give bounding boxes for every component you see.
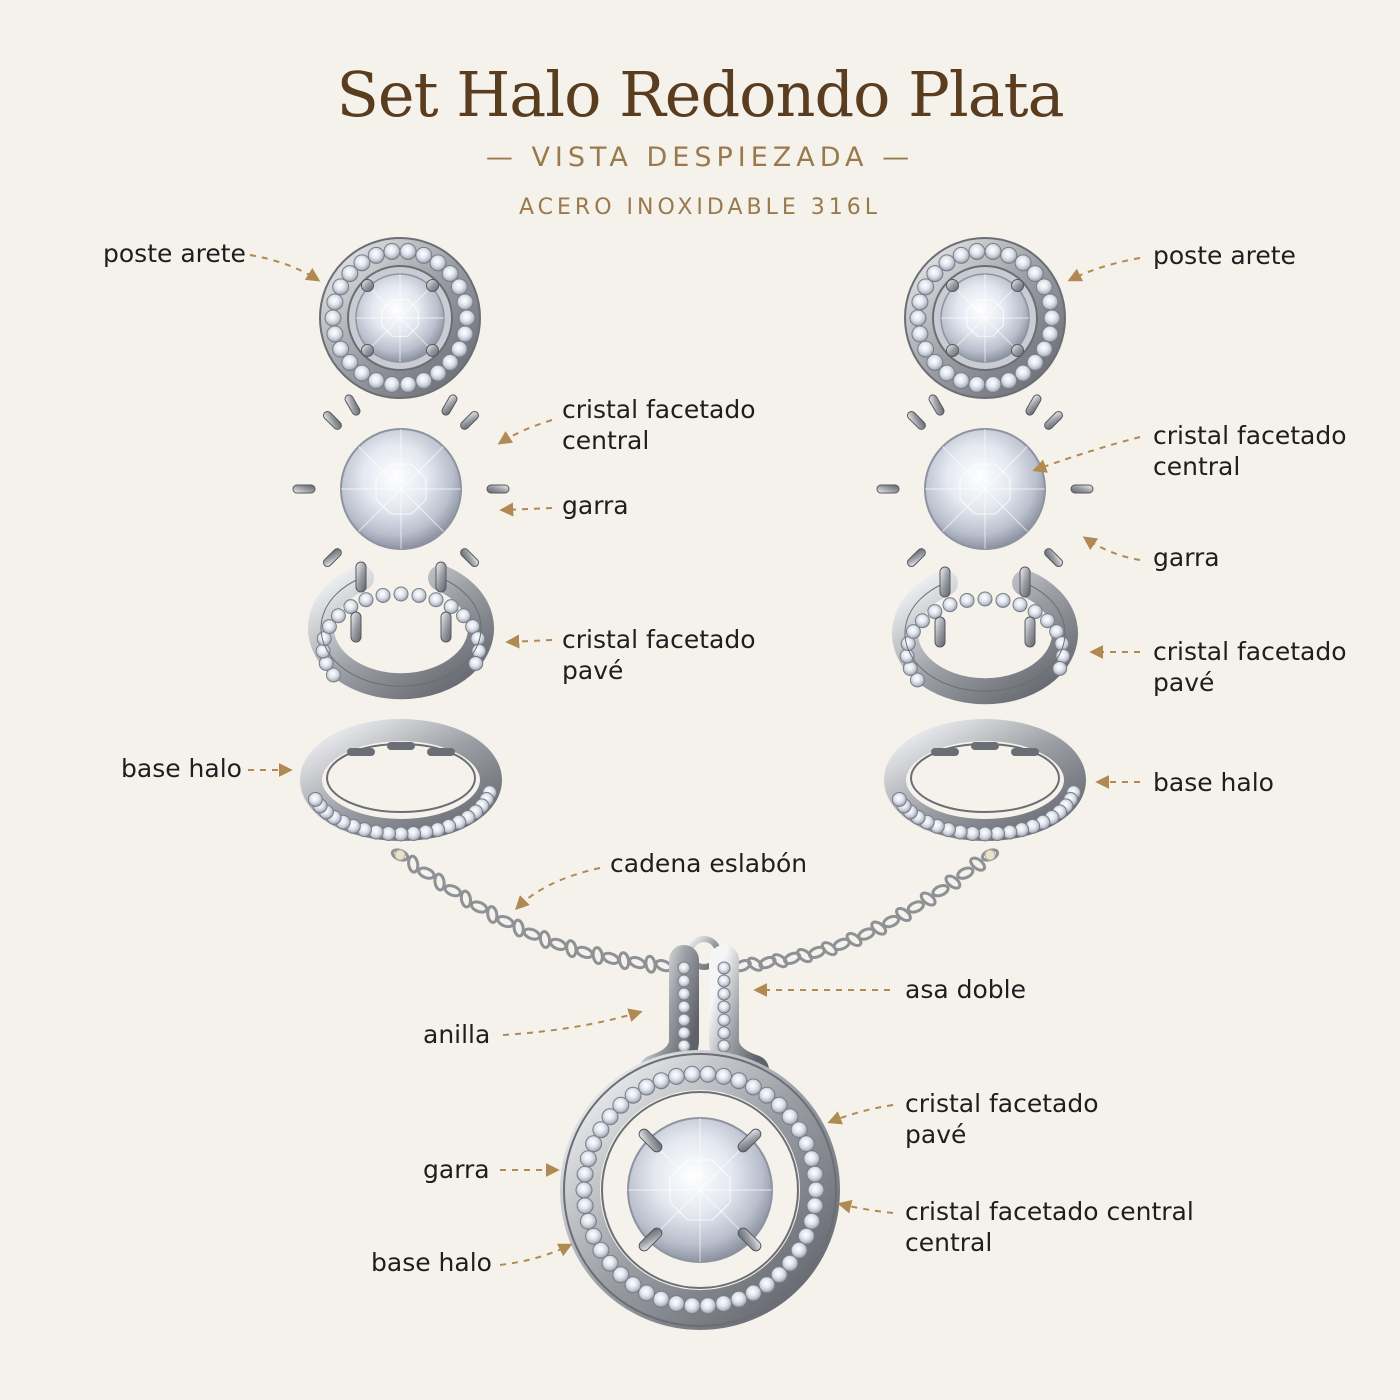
earring-post-icon xyxy=(319,237,481,399)
prong-icon xyxy=(460,410,480,430)
leader-arrow xyxy=(515,867,601,910)
prong-icon xyxy=(906,548,926,568)
label-left-halo-base: base halo xyxy=(121,754,242,783)
center-crystal-icon xyxy=(876,394,1094,568)
prong-icon xyxy=(441,394,458,416)
center-crystal-icon xyxy=(292,394,510,568)
prong-icon xyxy=(322,548,342,568)
prong-icon xyxy=(638,1227,663,1252)
prong-icon xyxy=(344,394,361,416)
page-title: Set Halo Redondo Plata xyxy=(336,58,1064,131)
prong-icon xyxy=(486,484,510,494)
prong-icon xyxy=(939,566,951,598)
material-label: ACERO INOXIDABLE 316L xyxy=(518,195,882,220)
leader-arrow xyxy=(502,1008,643,1036)
leader-arrow xyxy=(499,502,553,517)
label-chain: cadena eslabón xyxy=(610,849,808,878)
prong-icon xyxy=(460,548,480,568)
label-left-post: poste arete xyxy=(103,239,246,268)
prong-icon xyxy=(1025,394,1042,416)
prong-icon xyxy=(440,611,452,643)
prong-icon xyxy=(928,394,945,416)
chain-icon xyxy=(390,848,1000,977)
halo-base-icon xyxy=(884,719,1086,842)
label-bail: asa doble xyxy=(905,975,1026,1004)
prong-icon xyxy=(1070,484,1094,494)
leader-lines xyxy=(248,254,1141,1266)
prong-icon xyxy=(934,616,946,648)
prong-icon xyxy=(1024,616,1036,648)
earring-post-icon xyxy=(904,237,1066,399)
prong-icon xyxy=(737,1227,762,1252)
prong-icon xyxy=(638,1128,663,1153)
leader-arrow xyxy=(827,1104,894,1125)
earring-parts xyxy=(292,237,1094,842)
halo-base-icon xyxy=(300,719,502,842)
leader-arrow xyxy=(837,1199,894,1214)
leader-arrow xyxy=(497,419,553,445)
prong-icon xyxy=(1044,410,1064,430)
label-jump-ring: anilla xyxy=(423,1020,491,1049)
prong-icon xyxy=(1019,566,1031,598)
prong-icon xyxy=(355,561,367,593)
leader-arrow xyxy=(1067,257,1141,282)
leader-arrow xyxy=(1082,536,1141,561)
prong-icon xyxy=(876,484,900,494)
prong-icon xyxy=(350,611,362,643)
label-right-halo-base: base halo xyxy=(1153,768,1274,797)
prong-icon xyxy=(435,561,447,593)
label-pendant-halo-base: base halo xyxy=(371,1248,492,1277)
prong-icon xyxy=(906,410,926,430)
leader-arrow xyxy=(499,1243,573,1266)
prong-icon xyxy=(322,410,342,430)
leader-arrow xyxy=(1032,436,1141,473)
pendant-icon xyxy=(560,936,840,1330)
label-right-post: poste arete xyxy=(1153,241,1296,270)
pave-ring-icon xyxy=(892,566,1078,705)
label-pendant-prong: garra xyxy=(423,1155,490,1184)
pave-ring-icon xyxy=(308,561,494,700)
subtitle: — VISTA DESPIEZADA — xyxy=(485,142,915,173)
leader-arrow xyxy=(505,634,553,649)
label-left-prong: garra xyxy=(562,491,629,520)
prong-icon xyxy=(737,1128,762,1153)
prong-icon xyxy=(1044,548,1064,568)
label-right-prong: garra xyxy=(1153,543,1220,572)
necklace-parts xyxy=(390,848,1000,1330)
prong-icon xyxy=(292,484,316,494)
leader-arrow xyxy=(249,254,321,282)
